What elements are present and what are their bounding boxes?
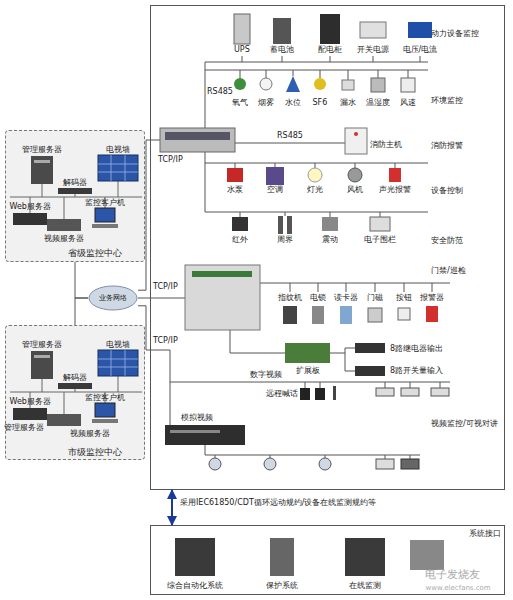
- device-label: 水泵: [227, 185, 243, 195]
- node-text: 环境监控: [431, 96, 505, 106]
- node-text: 安全防范: [431, 236, 505, 246]
- node-text: 动力设备监控: [431, 29, 505, 39]
- node-text: 系统接口: [469, 529, 505, 539]
- device-label: 配电柜: [318, 45, 342, 55]
- device-label: 管理服务器: [22, 145, 62, 155]
- device-label: 监控客户机: [85, 393, 125, 403]
- device-label: 开关电源: [357, 45, 389, 55]
- device-label: 按钮: [396, 293, 412, 303]
- device-label: 温湿度: [366, 98, 390, 108]
- device-label: 氧气: [232, 98, 248, 108]
- device-label: 模拟视频: [181, 413, 213, 423]
- node-text: 省级监控中心: [68, 248, 138, 258]
- node-text: 市级监控中心: [68, 447, 138, 457]
- device-label: 蓄电池: [270, 45, 294, 55]
- node-text: 消防报警: [431, 141, 505, 151]
- device-label: 电压/电流: [403, 45, 438, 55]
- node-text: 视频监控/可视对讲: [431, 419, 505, 429]
- node-text: 业务网络: [88, 293, 138, 303]
- device-label: 门磁: [367, 293, 383, 303]
- watermark: 电子发烧友: [425, 568, 480, 581]
- device-label: 解码器: [63, 373, 87, 383]
- connector-label: TCP/IP: [153, 282, 178, 292]
- device-label: 风速: [400, 98, 416, 108]
- device-label: 数字视频: [250, 370, 282, 380]
- device-label: 报警器: [420, 293, 444, 303]
- device-label: RS485: [207, 87, 233, 97]
- device-label: 8路继电器输出: [390, 344, 443, 354]
- device-label: Web服务器: [10, 397, 51, 407]
- device-label: 电锁: [310, 293, 326, 303]
- device-label: 电子围栏: [364, 235, 396, 245]
- device-label: 电视墙: [106, 145, 130, 155]
- device-label: 消防主机: [370, 140, 402, 150]
- device-label: 红外: [232, 235, 248, 245]
- device-label: 8路开关量输入: [390, 366, 443, 376]
- device-label: 电视墙: [106, 340, 130, 350]
- connector: [171, 490, 173, 525]
- device-label: 声光报警: [379, 185, 411, 195]
- device-label: 在线监测: [349, 581, 381, 591]
- cloud-shape: [89, 286, 137, 310]
- node-text: 门禁/巡检: [431, 266, 505, 276]
- connector: [75, 262, 88, 298]
- device-label: 漏水: [340, 98, 356, 108]
- watermark: www.elecfans.com: [426, 584, 491, 593]
- device-label: 管理服务器: [22, 340, 62, 350]
- connector: [138, 298, 150, 299]
- device-label: 解码器: [63, 178, 87, 188]
- node-text: 设备控制: [431, 186, 505, 196]
- device-label: 空调: [267, 185, 283, 195]
- device-label: 扩展板: [296, 366, 320, 376]
- device-label: 管理服务器: [4, 423, 44, 433]
- connector-label: TCP/IP: [153, 336, 178, 346]
- device-label: 震动: [322, 235, 338, 245]
- device-label: 灯光: [307, 185, 323, 195]
- device-label: RS485: [277, 131, 303, 141]
- device-label: 综合自动化系统: [167, 581, 223, 591]
- device-label: 周界: [277, 235, 293, 245]
- device-label: 监控客户机: [85, 198, 125, 208]
- device-label: 视频服务器: [44, 234, 84, 244]
- device-label: 风机: [347, 185, 363, 195]
- device-label: 读卡器: [334, 293, 358, 303]
- network-cloud: 业务网络: [88, 285, 138, 311]
- connector-label: 采用IEC61850/CDT循环远动规约/设备在线监测规约等: [180, 498, 376, 508]
- device-label: 保护系统: [266, 581, 298, 591]
- device-label: UPS: [234, 45, 250, 55]
- device-label: 烟雾: [258, 98, 274, 108]
- device-label: 水位: [285, 98, 301, 108]
- device-label: Web服务器: [10, 202, 51, 212]
- device-label: SF6: [313, 98, 328, 108]
- device-label: 视频服务器: [70, 429, 110, 439]
- device-label: 远程喊话: [266, 389, 298, 399]
- connector: [75, 298, 88, 325]
- connector-label: TCP/IP: [158, 155, 183, 165]
- device-label: 指纹机: [278, 293, 302, 303]
